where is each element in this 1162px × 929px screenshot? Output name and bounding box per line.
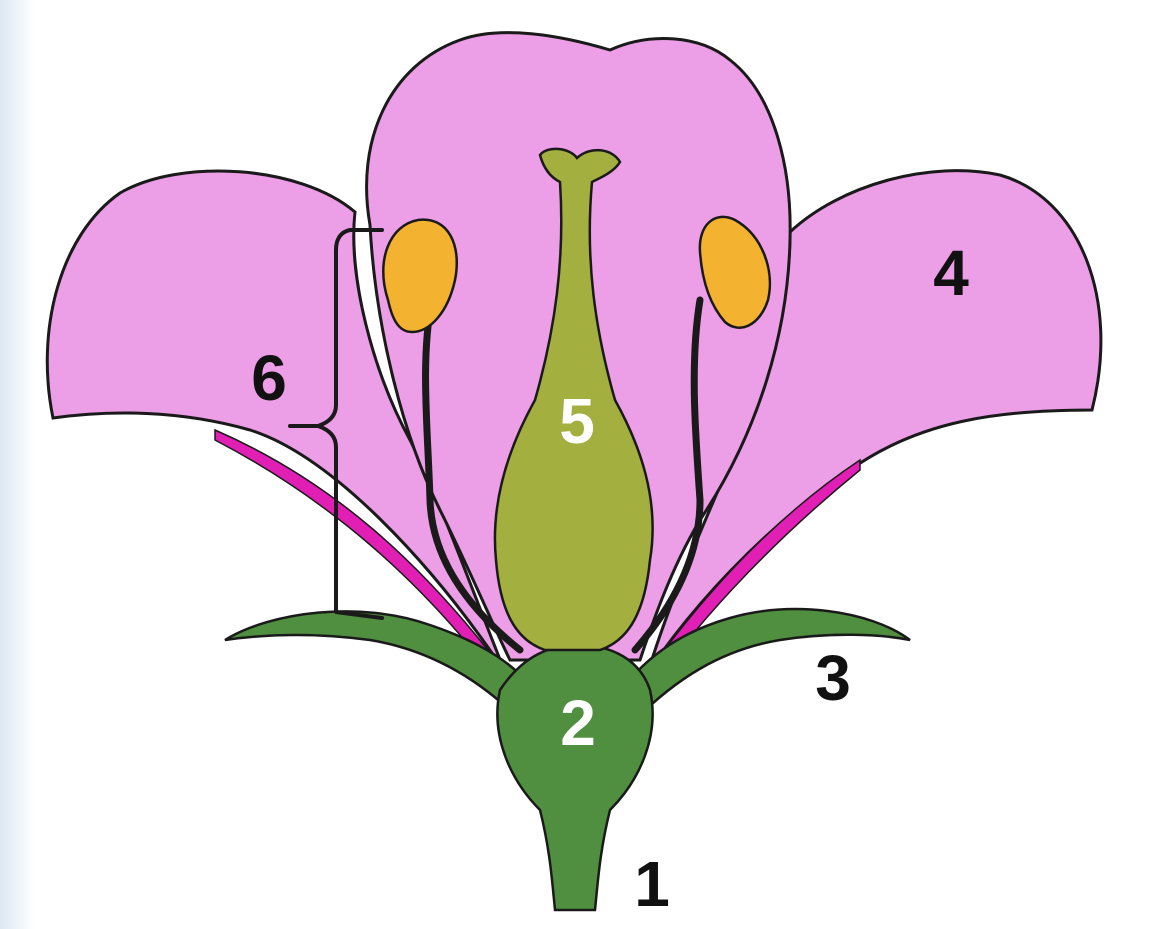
- label-pistil: 5: [559, 385, 595, 457]
- label-stem: 1: [634, 848, 670, 920]
- label-sepal: 3: [815, 642, 851, 714]
- label-receptacle: 2: [560, 687, 596, 759]
- label-stamen: 6: [251, 342, 287, 414]
- label-petal: 4: [933, 237, 969, 309]
- right-sepal: [615, 609, 910, 720]
- background-strip: [0, 0, 34, 929]
- receptacle-stem: [497, 645, 652, 910]
